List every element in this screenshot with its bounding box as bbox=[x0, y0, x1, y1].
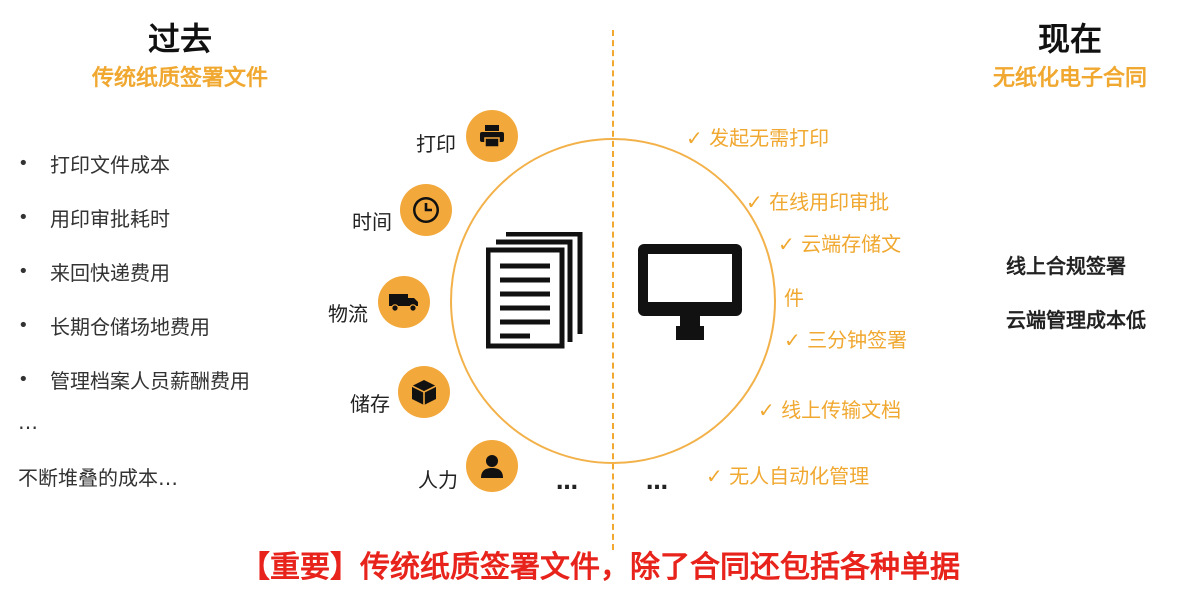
right-note: 云端管理成本低 bbox=[1006, 308, 1146, 332]
node-label-labor: 人力 bbox=[418, 468, 458, 492]
list-item: •用印审批耗时 bbox=[18, 206, 170, 231]
printer-icon bbox=[466, 110, 518, 162]
node-label-time: 时间 bbox=[352, 210, 392, 234]
past-subtitle: 传统纸质签署文件 bbox=[91, 66, 268, 91]
list-item: •管理档案人员薪酬费用 bbox=[18, 368, 250, 393]
footer-note: 【重要】传统纸质签署文件，除了合同还包括各种单据 bbox=[240, 550, 960, 585]
now-title: 现在 bbox=[1037, 20, 1102, 58]
benefit-item: ✓ 发起无需打印 bbox=[686, 126, 830, 150]
benefit-item: ✓ 在线用印审批 bbox=[746, 190, 890, 214]
clock-icon bbox=[400, 184, 452, 236]
center-ellipsis-left: … bbox=[556, 470, 578, 495]
benefit-item: ✓ 无人自动化管理 bbox=[706, 464, 870, 488]
benefit-item: ✓ 线上传输文档 bbox=[758, 398, 902, 422]
list-ellipsis: … bbox=[18, 410, 38, 434]
benefit-item: ✓ 三分钟签署 bbox=[784, 328, 908, 352]
node-label-storage: 储存 bbox=[350, 392, 390, 416]
node-label-logistics: 物流 bbox=[328, 302, 368, 326]
node-label-print: 打印 bbox=[416, 132, 456, 156]
monitor-icon bbox=[636, 242, 744, 346]
person-icon bbox=[466, 440, 518, 492]
right-note: 线上合规签署 bbox=[1006, 254, 1126, 278]
list-item: •来回快递费用 bbox=[18, 260, 170, 285]
past-title: 过去 bbox=[147, 20, 212, 58]
cost-summary: 不断堆叠的成本… bbox=[18, 466, 178, 490]
center-circle bbox=[450, 138, 776, 464]
box-icon bbox=[398, 366, 450, 418]
now-subtitle: 无纸化电子合同 bbox=[992, 66, 1147, 91]
benefit-item: 件 bbox=[784, 286, 804, 310]
truck-icon bbox=[378, 276, 430, 328]
benefit-item: ✓ 云端存储文 bbox=[778, 232, 902, 256]
cost-list: •打印文件成本 •用印审批耗时 •来回快递费用 •长期仓储场地费用 •管理档案人… bbox=[18, 136, 250, 406]
documents-icon bbox=[485, 231, 586, 354]
list-item: •打印文件成本 bbox=[18, 152, 170, 177]
list-item: •长期仓储场地费用 bbox=[18, 314, 210, 339]
center-ellipsis-right: … bbox=[646, 470, 668, 495]
